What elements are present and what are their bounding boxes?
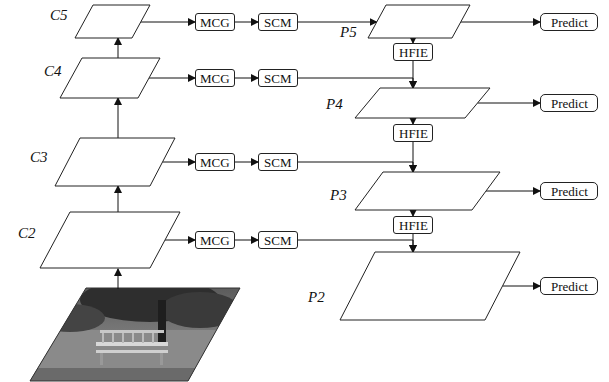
flow-arrow <box>298 78 413 88</box>
level-label: C2 <box>18 226 36 241</box>
parallelogram-outline <box>368 5 470 38</box>
level-label: C4 <box>44 64 62 79</box>
module-label: SCM <box>264 72 291 85</box>
pyramid-level: P4 <box>326 88 490 118</box>
level-label: C5 <box>50 8 68 23</box>
flow-arrow <box>118 186 119 212</box>
module-label: Predict <box>551 16 588 29</box>
module-box: SCM <box>258 153 298 171</box>
module-label: HFIE <box>399 46 428 59</box>
input-arrow <box>118 269 119 289</box>
predict-box: Predict <box>540 94 598 112</box>
flow-arrow <box>235 22 258 23</box>
flow-arrow <box>235 162 258 163</box>
flow-arrow <box>163 162 196 163</box>
parallelogram-shape <box>30 138 175 186</box>
feature-map: C2 <box>18 212 180 268</box>
flow-arrow <box>298 240 413 252</box>
predict-box: Predict <box>540 277 598 295</box>
module-box: SCM <box>258 231 298 249</box>
hfie-box: HFIE <box>393 43 433 61</box>
module-label: Predict <box>551 280 588 293</box>
parallelogram-shape <box>330 172 500 210</box>
level-label: P4 <box>326 97 343 112</box>
flow-arrow <box>486 191 540 192</box>
photo-content <box>20 278 250 382</box>
level-label: P3 <box>330 188 347 203</box>
flow-arrow <box>298 22 377 23</box>
feature-map: C5 <box>50 5 150 38</box>
flow-arrow <box>141 22 195 23</box>
module-box: MCG <box>195 69 235 87</box>
module-label: SCM <box>264 156 291 169</box>
parallelogram-outline <box>75 5 150 38</box>
pyramid-level: P5 <box>340 5 470 40</box>
flow-arrow <box>503 286 541 287</box>
flow-arrow <box>149 78 195 79</box>
module-label: SCM <box>264 16 291 29</box>
parallelogram-outline <box>60 58 160 98</box>
pyramid-level: P2 <box>308 252 520 320</box>
flow-arrow <box>235 240 258 241</box>
parallelogram-shape <box>308 252 520 320</box>
parallelogram-shape <box>340 5 470 40</box>
module-box: SCM <box>258 69 298 87</box>
level-label: P2 <box>308 290 325 305</box>
flow-arrow <box>118 38 119 58</box>
hfie-box: HFIE <box>393 124 433 142</box>
pyramid-level: P3 <box>330 172 500 210</box>
parallelogram-outline <box>340 252 520 320</box>
flow-arrow <box>118 98 119 138</box>
flow-arrow <box>165 240 195 241</box>
module-label: HFIE <box>399 219 428 232</box>
predict-box: Predict <box>540 182 598 200</box>
module-label: MCG <box>200 16 230 29</box>
predict-box: Predict <box>540 13 598 31</box>
module-label: MCG <box>200 234 230 247</box>
flow-arrow <box>298 162 413 172</box>
parallelogram-outline <box>40 212 180 268</box>
module-box: SCM <box>258 13 298 31</box>
hfie-box: HFIE <box>393 216 433 234</box>
module-label: Predict <box>551 185 588 198</box>
feature-map: C3 <box>30 138 175 186</box>
module-label: HFIE <box>399 127 428 140</box>
module-box: MCG <box>195 153 235 171</box>
module-label: Predict <box>551 97 588 110</box>
parallelogram-outline <box>55 138 175 186</box>
parallelogram-shape <box>326 88 490 118</box>
module-label: SCM <box>264 234 291 247</box>
module-box: MCG <box>195 13 235 31</box>
feature-map: C4 <box>44 58 160 98</box>
flow-arrow <box>461 22 540 23</box>
module-label: MCG <box>200 156 230 169</box>
parallelogram-outline <box>355 88 490 118</box>
level-label: P5 <box>340 25 357 40</box>
module-label: MCG <box>200 72 230 85</box>
flow-arrow <box>235 78 258 79</box>
photo-frame <box>30 288 240 381</box>
parallelogram-shape <box>18 212 180 268</box>
module-box: MCG <box>195 231 235 249</box>
level-label: C3 <box>30 150 48 165</box>
parallelogram-outline <box>355 172 500 210</box>
flow-arrow <box>478 103 541 104</box>
